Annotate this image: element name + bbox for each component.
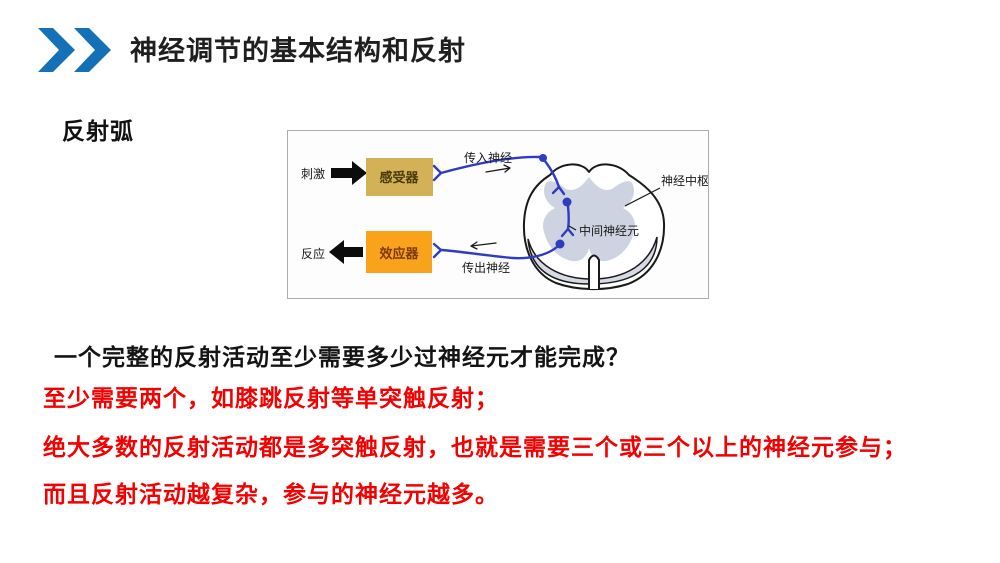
reflex-arc-svg: 刺激 感受器 传入神经 神经中枢 中间神经元 传出神经 效应器 反应 [301,150,708,291]
effector-box [366,231,432,273]
question-text: 一个完整的反射活动至少需要多少过神经元才能完成？ [54,344,630,370]
reflex-arc-diagram: 刺激 感受器 传入神经 神经中枢 中间神经元 传出神经 效应器 反应 [287,130,709,299]
nerve-pathway [432,155,575,260]
page-title: 神经调节的基本结构和反射 [130,36,466,66]
afferent-nerve-line [439,155,542,175]
spinal-cord-bottom-band [527,236,658,285]
response-arrow [329,240,363,264]
interneuron-pointer-line [568,225,577,231]
nerve-center-label: 神经中枢 [661,173,708,188]
answer-line-2: 绝大多数的反射活动都是多突触反射，也就是需要三个或三个以上的神经元参与； [43,434,907,460]
afferent-direction-arrow [485,164,511,173]
effector-label: 效应器 [379,246,419,261]
answer-line-1: 至少需要两个，如膝跳反射等单突触反射； [43,385,499,411]
afferent-entry-line [543,159,561,189]
afferent-nerve-label: 传入神经 [464,150,512,165]
double-chevron-right-icon [38,28,111,72]
response-label: 反应 [301,246,325,261]
receptor-dendrite-fork [432,164,443,182]
motor-neuron-cell-body [555,239,565,249]
ganglion-cell-body [539,154,547,162]
effector-junction-fork [432,242,443,259]
efferent-nerve-label: 传出神经 [462,260,510,275]
interneuron-terminal-fork [560,227,575,238]
receptor-box [366,158,433,196]
afferent-terminal-fork [551,185,566,196]
ventral-fissure [588,254,600,289]
interneuron-cell-body [562,197,572,207]
section-label-reflex-arc: 反射弧 [62,118,134,144]
efferent-nerve-line [439,245,559,260]
stimulus-arrow [331,161,367,185]
interneuron-label: 中间神经元 [579,223,639,238]
nerve-center-pointer-line [624,187,661,207]
interneuron-axon [566,204,570,231]
stimulus-label: 刺激 [301,167,325,181]
answer-line-3: 而且反射活动越复杂，参与的神经元越多。 [43,481,499,507]
efferent-direction-arrow [470,241,497,250]
receptor-label: 感受器 [379,170,419,185]
